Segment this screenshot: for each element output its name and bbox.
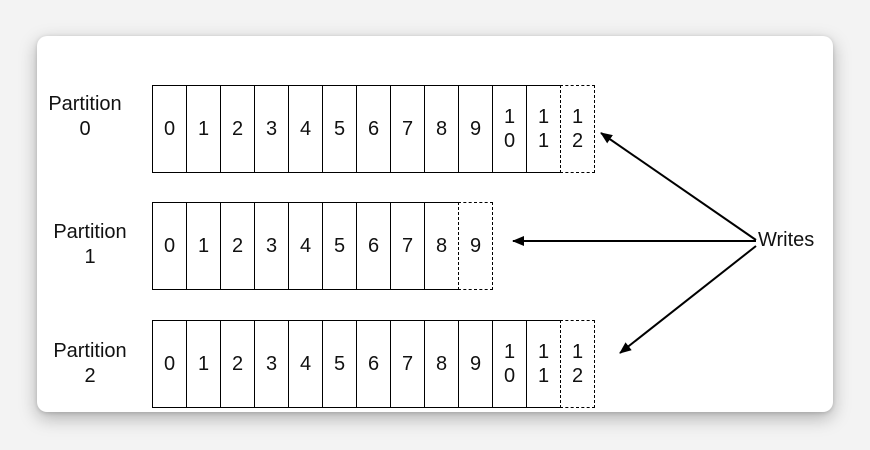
arrow-to-partition-0 bbox=[600, 132, 757, 241]
partition-2-label-line2: 2 bbox=[84, 365, 96, 387]
offset-cell: 6 bbox=[356, 320, 391, 408]
offset-cell: 7 bbox=[390, 202, 425, 290]
writes-label: Writes bbox=[758, 229, 815, 251]
offset-cell: 6 bbox=[356, 202, 391, 290]
offset-cell: 5 bbox=[322, 320, 357, 408]
offset-cell: 3 bbox=[254, 85, 289, 173]
partition-1-label: Partition 1 bbox=[35, 220, 145, 270]
offset-cell: 7 bbox=[390, 320, 425, 408]
arrow-to-partition-2 bbox=[619, 245, 757, 354]
partition-0-label-line2: 0 bbox=[79, 118, 91, 140]
partition-1-label-line1: Partition bbox=[53, 221, 127, 243]
offset-cell: 4 bbox=[288, 85, 323, 173]
offset-cell: 1 bbox=[186, 85, 221, 173]
offset-cell: 1 bbox=[186, 320, 221, 408]
partition-2-label: Partition 2 bbox=[35, 339, 145, 389]
offset-cell: 3 bbox=[254, 202, 289, 290]
offset-cell: 2 bbox=[220, 202, 255, 290]
offset-cell: 5 bbox=[322, 85, 357, 173]
offset-cell: 4 bbox=[288, 320, 323, 408]
partition-2-label-line1: Partition bbox=[53, 340, 127, 362]
partition-0-label: Partition 0 bbox=[30, 92, 140, 142]
offset-cell: 0 bbox=[152, 320, 187, 408]
partition-0-label-line1: Partition bbox=[48, 93, 122, 115]
next-write-slot: 9 bbox=[458, 202, 493, 290]
partition-1-label-line2: 1 bbox=[84, 246, 96, 268]
offset-cell: 9 bbox=[458, 320, 493, 408]
offset-cell: 2 bbox=[220, 85, 255, 173]
offset-cell: 2 bbox=[220, 320, 255, 408]
